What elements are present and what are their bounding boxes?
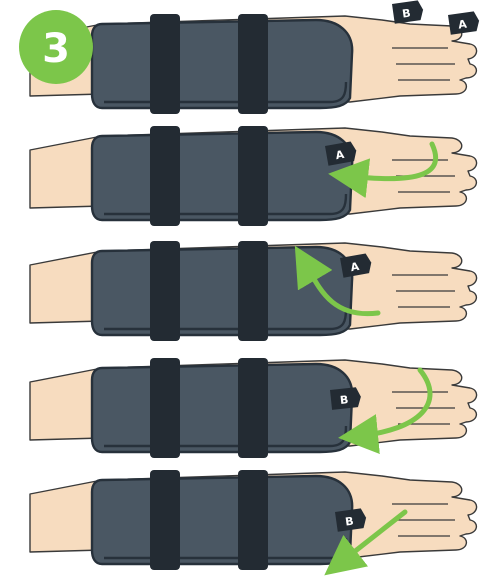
panel-2: A <box>30 126 477 226</box>
panel-4: B <box>30 358 477 458</box>
strap <box>238 126 268 226</box>
strap-tab-label: B <box>339 393 349 407</box>
brace-body <box>92 364 352 452</box>
strap-tab-a: A <box>448 11 480 35</box>
strap-tab-label: B <box>401 7 411 21</box>
strap <box>150 126 180 226</box>
strap-tab-b: B <box>392 0 424 24</box>
strap <box>150 358 180 458</box>
strap <box>238 470 268 570</box>
strap <box>150 241 180 341</box>
strap <box>150 14 180 114</box>
strap <box>150 470 180 570</box>
strap-tab-label: B <box>344 515 354 529</box>
panel-3: A <box>30 241 477 341</box>
step-number: 3 <box>42 26 70 72</box>
strap-tab-b: B <box>330 387 362 410</box>
strap <box>238 241 268 341</box>
panel-5: B <box>30 470 477 570</box>
panel-1: BA <box>30 0 480 114</box>
brace-body <box>92 132 352 220</box>
step-badge: 3 <box>19 10 93 84</box>
strap <box>238 358 268 458</box>
brace-body <box>92 20 352 108</box>
strap <box>238 14 268 114</box>
brace-body <box>92 247 352 335</box>
brace-body <box>92 476 352 564</box>
